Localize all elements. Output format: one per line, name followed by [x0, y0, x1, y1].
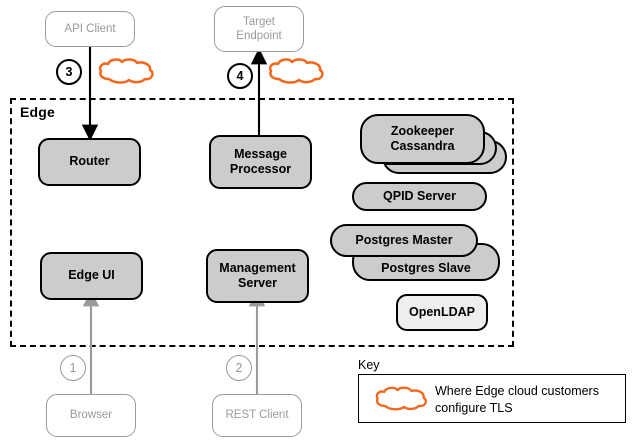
node-qpid-server-label: QPID Server	[383, 188, 456, 203]
node-postgres-master[interactable]: Postgres Master	[330, 224, 478, 257]
node-rest-client[interactable]: REST Client	[212, 394, 302, 437]
node-target-endpoint[interactable]: Target Endpoint	[214, 6, 304, 52]
node-router-label: Router	[69, 154, 110, 169]
node-management-server-label-line2: Server	[238, 276, 277, 290]
node-target-endpoint-label-line1: Target	[243, 15, 275, 28]
node-message-processor-label-line1: Message	[234, 146, 287, 161]
step-badge-4[interactable]: 4	[227, 63, 253, 89]
step-badge-1-number: 1	[69, 361, 77, 375]
node-qpid-server[interactable]: QPID Server	[352, 182, 487, 211]
edge-boundary	[10, 98, 514, 347]
node-message-processor[interactable]: Message Processor	[209, 135, 312, 189]
node-management-server[interactable]: Management Server	[206, 249, 309, 303]
node-management-server-label-line1: Management	[219, 260, 296, 275]
edge-boundary-label: Edge	[20, 104, 56, 120]
node-api-client-label: API Client	[64, 22, 116, 35]
step-badge-2[interactable]: 2	[226, 355, 252, 381]
cloud-icon-step-3	[96, 57, 158, 85]
step-badge-3[interactable]: 3	[56, 59, 82, 85]
node-openldap-label: OpenLDAP	[409, 304, 475, 319]
service-stack-postgres: Postgres Slave Postgres Master	[330, 224, 500, 286]
step-badge-4-number: 4	[236, 69, 244, 83]
legend-box: Where Edge cloud customers configure TLS	[358, 374, 626, 423]
node-edge-ui[interactable]: Edge UI	[40, 252, 143, 300]
node-postgres-master-label: Postgres Master	[355, 232, 453, 247]
node-zookeeper-label: Zookeeper	[390, 123, 455, 138]
node-browser-label: Browser	[69, 409, 113, 422]
legend-entry-text: Where Edge cloud customers configure TLS	[435, 384, 599, 415]
node-browser[interactable]: Browser	[46, 394, 136, 437]
node-openldap[interactable]: OpenLDAP	[396, 294, 488, 331]
key-heading: Key	[358, 358, 380, 372]
node-target-endpoint-label-line2: Endpoint	[236, 30, 282, 42]
node-postgres-slave-label: Postgres Slave	[381, 260, 471, 275]
step-badge-2-number: 2	[235, 361, 243, 375]
step-badge-3-number: 3	[65, 65, 73, 79]
cloud-icon-legend	[373, 385, 431, 412]
step-badge-1[interactable]: 1	[60, 355, 86, 381]
node-rest-client-label: REST Client	[225, 409, 289, 422]
node-cassandra-label: Cassandra	[390, 139, 455, 153]
node-router[interactable]: Router	[38, 138, 141, 186]
service-stack-zookeeper-cassandra: Zookeeper Cassandra	[360, 114, 512, 178]
node-api-client[interactable]: API Client	[45, 11, 135, 47]
node-edge-ui-label: Edge UI	[68, 268, 115, 283]
node-zookeeper-cassandra[interactable]: Zookeeper Cassandra	[360, 114, 485, 164]
node-message-processor-label-line2: Processor	[229, 162, 292, 176]
cloud-icon-step-4	[266, 57, 328, 85]
